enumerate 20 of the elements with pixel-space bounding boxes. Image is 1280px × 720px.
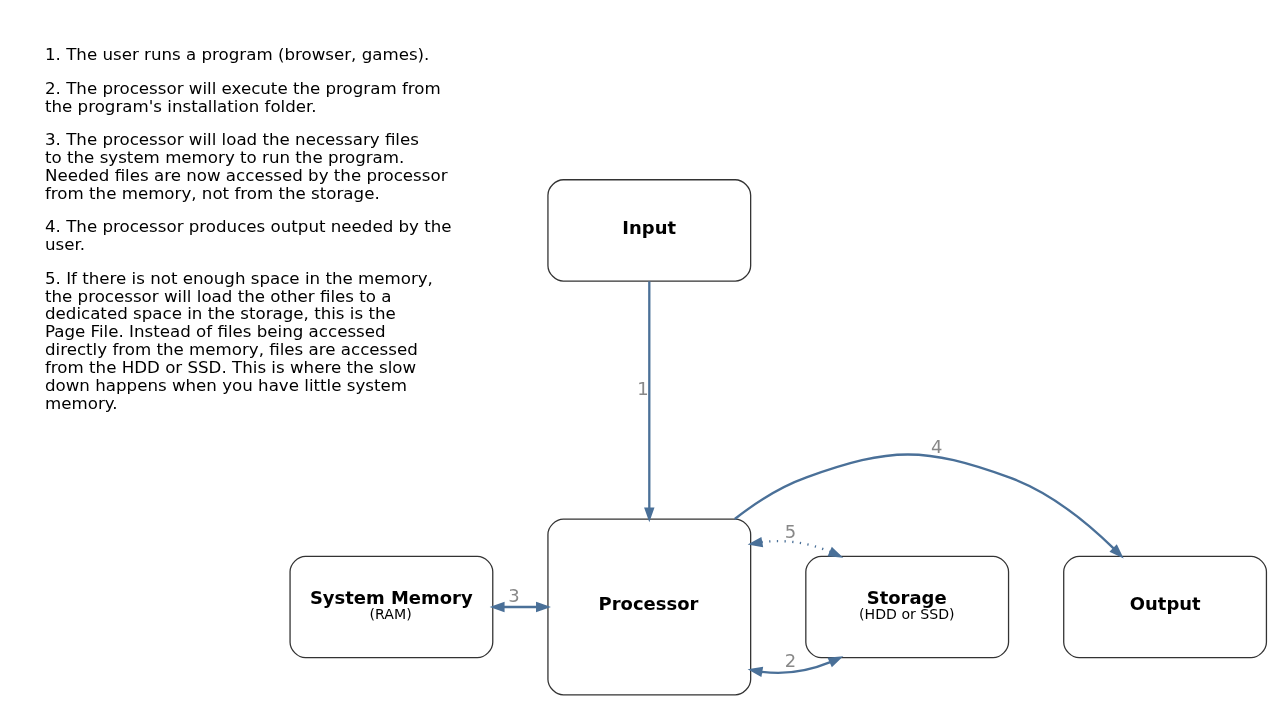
arrow <box>644 281 655 523</box>
arrow <box>489 601 551 613</box>
arrow <box>734 453 1124 559</box>
node-box: Storage (HDD or SSD) <box>805 555 1010 659</box>
edge-label: 4 <box>931 436 943 458</box>
node-box: Output <box>1063 555 1268 659</box>
label: 3. The processor will load the necessary files to the system memory to run the program. Needed files are now accessed by the processor from the memory, not from the storage. <box>45 129 448 203</box>
node-box: Processor <box>547 518 752 696</box>
label: 2. The processor will execute the program from the program's installation folder. <box>45 78 441 116</box>
edge-label: 1 <box>637 378 649 400</box>
node-box: System Memory (RAM) <box>289 555 494 659</box>
label: 4. The processor produces output needed by the user. <box>45 217 452 255</box>
edge-label: 5 <box>784 520 797 542</box>
label: 5. If there is not enough space in the memory, the processor will load the other files to a dedicated space in the storage, this is the Page File. Instead of files being accessed directly from the memory, files are accessed from the HDD or SSD. This is where the slow down happens when you have little system memory. <box>45 268 433 414</box>
arrow <box>747 536 844 558</box>
edge-label: 2 <box>784 649 797 671</box>
node-box: Input <box>547 179 752 282</box>
arrow <box>747 656 844 678</box>
label: 1. The user runs a program (browser, games). <box>45 45 430 65</box>
edge-label: 3 <box>508 585 520 607</box>
